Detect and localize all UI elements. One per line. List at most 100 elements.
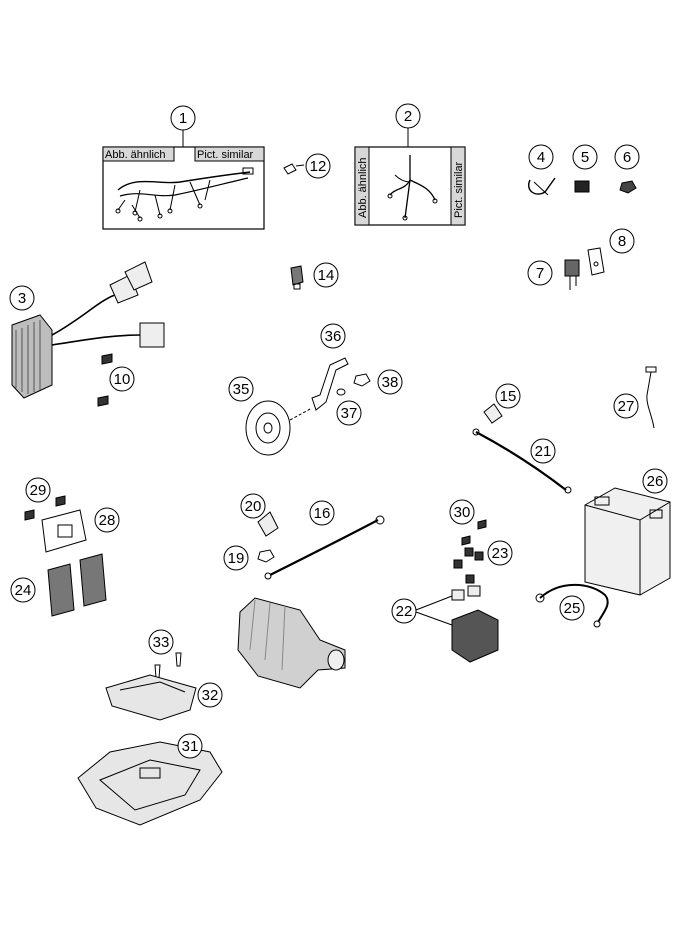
callout-31: 31 bbox=[177, 733, 203, 759]
part-15-cap bbox=[483, 403, 503, 424]
callout-20-number: 20 bbox=[245, 498, 262, 515]
part-33-screws bbox=[154, 652, 182, 679]
part-16-cable bbox=[264, 515, 385, 580]
part-8-bracket bbox=[587, 247, 605, 276]
part-24-relays bbox=[47, 553, 107, 617]
box1-label-en: Pict. similar bbox=[197, 149, 254, 161]
callout-25: 25 bbox=[559, 595, 585, 621]
part-2-sub-harness: Abb. ähnlich Pict. similar bbox=[354, 128, 466, 226]
box1-label-de: Abb. ähnlich bbox=[105, 149, 166, 161]
part-20-cap bbox=[257, 511, 279, 537]
part-30-screws bbox=[461, 519, 487, 546]
callout-29: 29 bbox=[25, 477, 51, 503]
callout-30: 30 bbox=[449, 499, 475, 525]
callout-2-number: 2 bbox=[404, 108, 412, 125]
callout-7-number: 7 bbox=[536, 265, 544, 282]
callout-38-number: 38 bbox=[382, 374, 399, 391]
part-21-cable bbox=[472, 428, 572, 494]
callout-33-number: 33 bbox=[153, 634, 170, 651]
part-26-battery bbox=[584, 487, 671, 596]
callout-19: 19 bbox=[223, 545, 249, 571]
callout-12: 12 bbox=[305, 153, 331, 179]
callout-21-number: 21 bbox=[535, 443, 552, 460]
callout-16: 16 bbox=[309, 500, 335, 526]
callout-4: 4 bbox=[528, 144, 554, 170]
callout-1: 1 bbox=[170, 105, 196, 131]
callout-26-number: 26 bbox=[647, 473, 664, 490]
callout-14: 14 bbox=[313, 262, 339, 288]
part-1-wiring-harness: Abb. ähnlich Pict. similar bbox=[102, 130, 265, 230]
callout-27-number: 27 bbox=[618, 398, 635, 415]
callout-19-number: 19 bbox=[228, 550, 245, 567]
callout-8-number: 8 bbox=[618, 233, 626, 250]
part-3-voltage-regulator bbox=[11, 261, 165, 399]
part-4-cable-tie bbox=[528, 177, 556, 196]
callout-23-number: 23 bbox=[492, 545, 509, 562]
callout-15-number: 15 bbox=[500, 388, 517, 405]
box2-label-de: Abb. ähnlich bbox=[357, 157, 369, 218]
callout-21: 21 bbox=[530, 438, 556, 464]
part-28-bracket bbox=[41, 509, 87, 553]
callout-37: 37 bbox=[336, 400, 362, 426]
callout-37-number: 37 bbox=[341, 405, 358, 422]
part-7-relay bbox=[564, 259, 580, 290]
callout-24-number: 24 bbox=[15, 582, 32, 599]
part-29-screws bbox=[24, 495, 66, 521]
part-38-nut bbox=[353, 373, 371, 387]
callout-29-number: 29 bbox=[30, 482, 47, 499]
callout-2: 2 bbox=[395, 103, 421, 129]
callout-7: 7 bbox=[527, 260, 553, 286]
part-10-screws bbox=[97, 353, 113, 407]
callout-35-number: 35 bbox=[233, 381, 250, 398]
callout-38: 38 bbox=[377, 369, 403, 395]
callout-3-number: 3 bbox=[18, 290, 26, 307]
callout-32-number: 32 bbox=[202, 687, 219, 704]
part-19-nut bbox=[257, 549, 275, 563]
callout-16-number: 16 bbox=[314, 505, 331, 522]
callout-28-number: 28 bbox=[99, 512, 116, 529]
callout-36-number: 36 bbox=[325, 328, 342, 345]
part-37-washer bbox=[336, 388, 346, 396]
starter-motor bbox=[237, 597, 346, 689]
callout-22: 22 bbox=[391, 598, 417, 624]
callout-23: 23 bbox=[487, 540, 513, 566]
callout-24: 24 bbox=[10, 577, 36, 603]
callout-27: 27 bbox=[613, 393, 639, 419]
part-6-nut bbox=[619, 180, 637, 194]
part-5-clip bbox=[574, 180, 590, 193]
callout-4-number: 4 bbox=[537, 149, 545, 166]
part-23-fuses bbox=[453, 547, 484, 584]
callout-5: 5 bbox=[572, 144, 598, 170]
callout-5-number: 5 bbox=[581, 149, 589, 166]
callout-35: 35 bbox=[228, 376, 254, 402]
callout-14-number: 14 bbox=[318, 267, 335, 284]
callout-33: 33 bbox=[148, 629, 174, 655]
callout-10: 10 bbox=[109, 366, 135, 392]
callout-3: 3 bbox=[9, 285, 35, 311]
callout-28: 28 bbox=[94, 507, 120, 533]
callout-30-number: 30 bbox=[454, 504, 471, 521]
callout-10-number: 10 bbox=[114, 371, 131, 388]
callout-22-number: 22 bbox=[396, 603, 413, 620]
part-31-tray bbox=[77, 741, 223, 826]
part-12-connector bbox=[283, 163, 305, 175]
callout-26: 26 bbox=[642, 468, 668, 494]
callout-25-number: 25 bbox=[564, 600, 581, 617]
callout-32: 32 bbox=[197, 682, 223, 708]
callout-36: 36 bbox=[320, 323, 346, 349]
part-36-horn-bracket bbox=[311, 357, 349, 411]
callout-15: 15 bbox=[495, 383, 521, 409]
callout-6-number: 6 bbox=[623, 149, 631, 166]
part-27-tool bbox=[645, 366, 657, 429]
part-32-holder bbox=[105, 674, 197, 721]
callout-8: 8 bbox=[609, 228, 635, 254]
part-25-cable bbox=[535, 583, 609, 628]
part-22-fuse-box bbox=[415, 585, 499, 663]
box2-label-en: Pict. similar bbox=[453, 161, 465, 218]
callout-1-number: 1 bbox=[179, 110, 187, 127]
callout-12-number: 12 bbox=[310, 158, 327, 175]
part-14-fuse-holder bbox=[290, 265, 304, 290]
callout-31-number: 31 bbox=[182, 738, 199, 755]
part-35-horn bbox=[245, 400, 313, 456]
